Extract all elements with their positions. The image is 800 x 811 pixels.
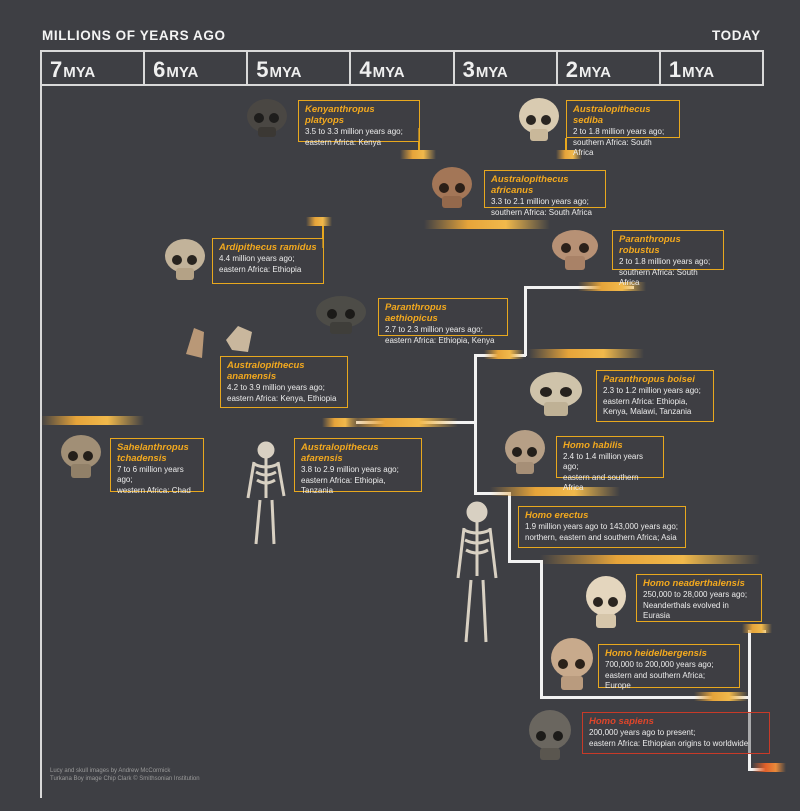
skull-heidelbergensis-image <box>551 638 593 690</box>
range-bar-habilis <box>490 487 620 496</box>
label-paranthropus-boisei: Paranthropus boisei 2.3 to 1.2 million y… <box>596 370 714 422</box>
tree-line <box>508 492 511 562</box>
range-bar-ramidus <box>306 217 332 226</box>
skull-aethiopicus-image <box>316 296 366 334</box>
label-australopithecus-afarensis: Australopithecus afarensis 3.8 to 2.9 mi… <box>294 438 422 495</box>
today-label: TODAY <box>712 28 761 43</box>
range-bar-sapiens <box>752 763 786 772</box>
skull-africanus-image <box>432 167 472 208</box>
lucy-skeleton-image <box>246 441 286 545</box>
skull-boisei-image <box>530 372 582 416</box>
tree-line <box>524 286 527 356</box>
range-bar-africanus <box>424 220 550 229</box>
label-sahelanthropus-tchadensis: Sahelanthropus tchadensis 7 to 6 million… <box>110 438 204 495</box>
skull-sediba-image <box>519 98 559 141</box>
skull-ramidus-image <box>165 239 205 280</box>
skull-robustus-image <box>552 230 598 270</box>
tree-line <box>474 354 477 494</box>
label-australopithecus-anamensis: Australopithecus anamensis 4.2 to 3.9 mi… <box>220 356 348 408</box>
label-homo-heidelbergensis: Homo heidelbergensis 700,000 to 200,000 … <box>598 644 740 690</box>
jaw-fragments-anamensis-image <box>186 326 252 358</box>
connector-line <box>565 138 567 150</box>
range-bar-boisei <box>528 349 644 358</box>
label-paranthropus-aethiopicus: Paranthropus aethiopicus 2.7 to 2.3 mill… <box>378 298 508 345</box>
range-bar-erectus <box>540 555 760 564</box>
label-australopithecus-sediba: Australopithecus sediba 2 to 1.8 million… <box>566 100 680 157</box>
skull-kenyanthropus-image <box>247 99 287 137</box>
label-homo-erectus: Homo erectus 1.9 million years ago to 14… <box>518 506 686 548</box>
range-bar-neanderthalensis <box>742 624 772 633</box>
label-homo-neaderthalensis: Homo neaderthalensis 250,000 to 28,000 y… <box>636 574 762 622</box>
skull-sahelanthropus-image <box>61 435 101 478</box>
skull-habilis-image <box>505 430 545 474</box>
range-bar-anamensis <box>322 418 358 427</box>
range-bar-kenyanthropus <box>400 150 436 159</box>
tree-line <box>540 696 750 699</box>
frame-left-border <box>40 86 42 798</box>
label-australopithecus-africanus: Australopithecus africanus 3.3 to 2.1 mi… <box>484 170 606 217</box>
range-bar-aethiopicus <box>484 350 524 359</box>
skull-neanderthalensis-image <box>586 576 626 628</box>
range-bar-sahelanthropus <box>40 416 144 425</box>
skull-sapiens-image <box>529 710 571 760</box>
turkana-boy-skeleton-image <box>456 501 498 643</box>
range-bar-sediba <box>556 150 582 159</box>
tree-line <box>748 630 751 770</box>
label-ardipithecus-ramidus: Ardipithecus ramidus 4.4 million years a… <box>212 238 324 284</box>
connector-line <box>322 226 324 248</box>
tree-line <box>540 560 543 698</box>
label-homo-sapiens: Homo sapiens 200,000 years ago to presen… <box>582 712 770 754</box>
tree-line <box>508 560 542 563</box>
image-credit: Lucy and skull images by Andrew McCormic… <box>50 768 200 782</box>
label-paranthropus-robustus: Paranthropus robustus 2 to 1.8 million y… <box>612 230 724 287</box>
poster-title: MILLIONS OF YEARS AGO <box>42 28 226 43</box>
range-bar-afarensis <box>346 418 458 427</box>
range-bar-heidelbergensis <box>694 692 748 701</box>
label-homo-habilis: Homo habilis 2.4 to 1.4 million years ag… <box>556 436 664 492</box>
range-bar-robustus <box>578 282 646 291</box>
label-kenyanthropus-platyops: Kenyanthropus platyops 3.5 to 3.3 millio… <box>298 100 420 147</box>
